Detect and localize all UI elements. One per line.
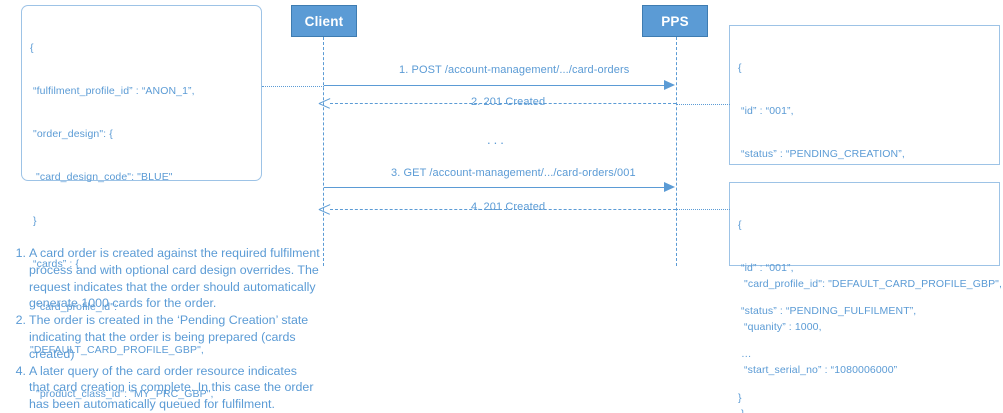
connector-response-fulfilment-payload: [677, 209, 730, 210]
json-line: “status” : “PENDING_CREATION”,: [738, 148, 905, 161]
json-line: {: [738, 218, 742, 231]
json-line: “cards” : {: [30, 257, 80, 270]
note-number: 1.: [15, 246, 26, 260]
json-line: “status” : “PENDING_FULFILMENT”,: [738, 305, 917, 318]
note-item: 2. The order is created in the ‘Pending …: [10, 312, 320, 362]
json-line: }: [738, 407, 999, 413]
connector-response-created-payload: [677, 104, 730, 105]
message-4-arrowhead-icon: [319, 204, 330, 215]
message-1-arrowhead-icon: [664, 79, 675, 90]
message-2-arrowhead-icon: [319, 98, 330, 109]
note-text: The order is created in the ‘Pending Cre…: [29, 313, 309, 361]
message-3-label: 3. GET /account-management/.../card-orde…: [391, 167, 636, 179]
participant-client[interactable]: Client: [291, 5, 357, 37]
json-line: "order_design": {: [30, 128, 113, 141]
message-1-line: [324, 85, 665, 86]
lifeline-pps: [676, 37, 677, 266]
note-number: 2.: [15, 313, 26, 328]
request-payload-box: { “fulfilment_profile_id” : “ANON_1”, "o…: [21, 5, 262, 400]
message-4-label: 4. 201 Created: [471, 201, 546, 213]
note-text: A card order is created against the requ…: [29, 246, 320, 311]
json-line: “start_serial_no” : “1080006000”: [738, 364, 898, 377]
note-text: A later query of the card order resource…: [29, 363, 314, 412]
message-3-arrowhead-icon: [664, 181, 675, 192]
json-line: “fulfilment_profile_id” : “ANON_1”,: [30, 85, 195, 98]
explanatory-notes: 1. A card order is created against the r…: [10, 245, 320, 413]
json-line: “quanity” : 1000,: [738, 321, 822, 334]
note-number: 4.: [15, 363, 26, 378]
json-line: {: [30, 41, 34, 54]
response-created-payload-box: { “id” : “001”, “status” : “PENDING_CREA…: [729, 25, 1002, 413]
json-line: }: [30, 214, 37, 227]
message-3-line: [324, 187, 665, 188]
connector-request-payload: [262, 86, 324, 87]
response-fulfilment-payload-box: { “id” : “001”, “status” : “PENDING_FULF…: [729, 182, 1000, 404]
message-2-label: 2. 201 Created: [471, 96, 546, 108]
note-item: 1. A card order is created against the r…: [10, 245, 320, 312]
message-1-label: 1. POST /account-management/.../card-ord…: [399, 64, 630, 76]
json-line: "card_profile_id":: [30, 301, 118, 314]
note-item: 4. A later query of the card order resou…: [10, 363, 320, 413]
participant-client-label: Client: [304, 13, 344, 29]
participant-pps[interactable]: PPS: [642, 5, 708, 37]
sequence-ellipsis: ...: [487, 132, 507, 147]
json-line: "card_profile_id": "DEFAULT_CARD_PROFILE…: [738, 277, 1003, 290]
json-line: "product_class_id": "MY_PRC_GBP",: [30, 387, 214, 400]
lifeline-client: [323, 37, 324, 266]
json-line: “id” : “001”,: [738, 105, 794, 118]
json-line: }: [738, 391, 742, 404]
json-line: {: [738, 61, 742, 74]
message-2-line: [330, 103, 676, 104]
json-line: …: [738, 348, 752, 361]
participant-pps-label: PPS: [661, 13, 689, 29]
json-line: "card_design_code": "BLUE": [30, 171, 173, 184]
json-line: “id” : “001”,: [738, 262, 794, 275]
json-line: "DEFAULT_CARD_PROFILE_GBP",: [30, 344, 204, 357]
message-4-line: [330, 209, 676, 210]
